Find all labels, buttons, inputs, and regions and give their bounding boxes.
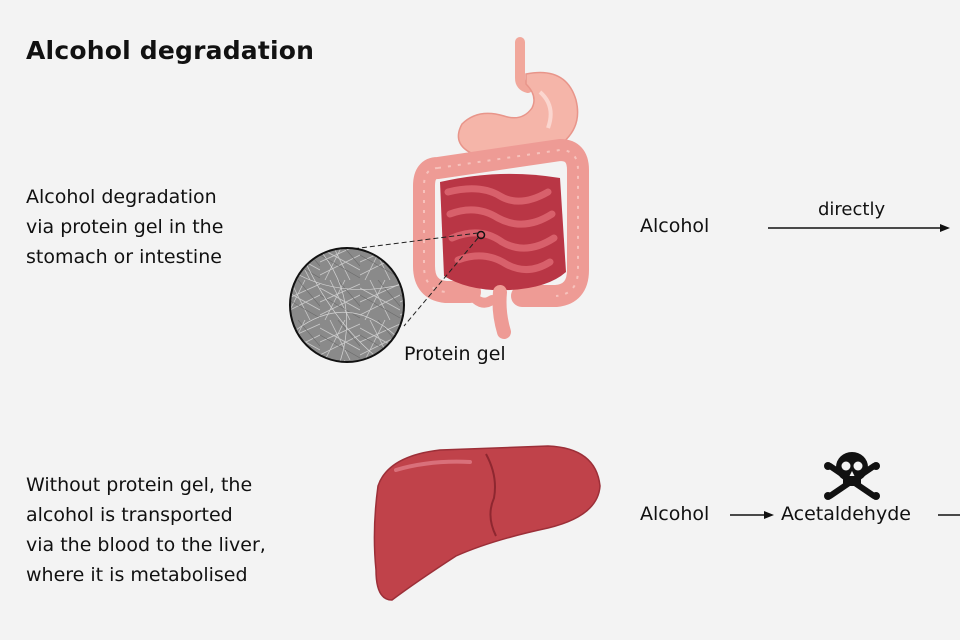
protein-gel-magnifier-icon: [289, 247, 405, 363]
arrow-directly: [768, 224, 950, 232]
alcohol-label-bottom: Alcohol: [640, 503, 710, 525]
bottom-description-line: where it is metabolised: [26, 564, 248, 586]
bottom-description-line: via the blood to the liver,: [26, 534, 266, 556]
digestive-tract-icon: [413, 37, 589, 339]
protein-gel-label: Protein gel: [404, 343, 506, 365]
zoom-indicator: [351, 230, 486, 327]
bottom-description-line: Without protein gel, the: [26, 474, 253, 496]
top-description: Alcohol degradation via protein gel in t…: [26, 182, 223, 272]
liver-icon: [373, 445, 601, 601]
arrow-to-acetaldehyde: [730, 511, 774, 519]
bottom-description-line: alcohol is transported: [26, 504, 233, 526]
directly-label: directly: [818, 199, 886, 220]
top-description-line: stomach or intestine: [26, 246, 222, 268]
bottom-description: Without protein gel, the alcohol is tran…: [26, 470, 266, 590]
skull-crossbones-icon: [824, 452, 880, 500]
top-description-line: Alcohol degradation: [26, 186, 217, 208]
alcohol-label-top: Alcohol: [640, 215, 710, 237]
page-title: Alcohol degradation: [26, 36, 315, 65]
acetaldehyde-label: Acetaldehyde: [781, 503, 911, 525]
top-description-line: via protein gel in the: [26, 216, 224, 238]
